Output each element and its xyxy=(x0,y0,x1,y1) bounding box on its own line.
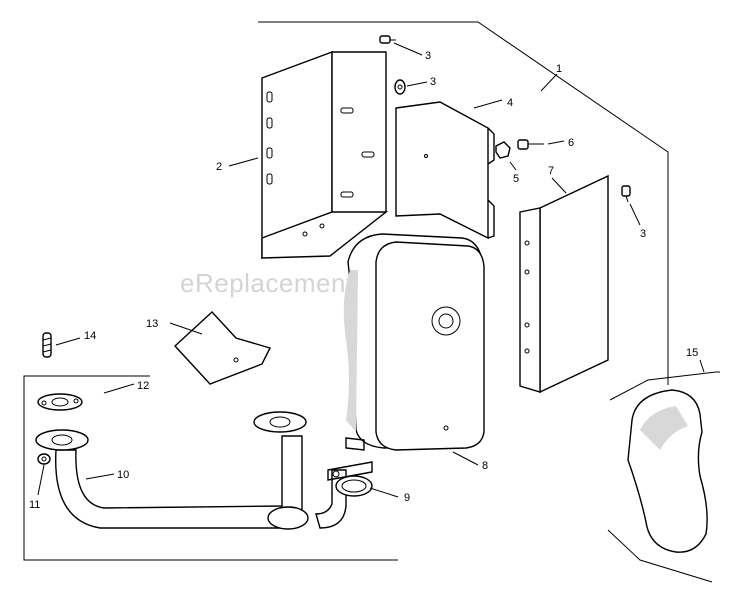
part-14-stud[interactable] xyxy=(42,332,52,358)
part-13-heat-shield[interactable] xyxy=(174,311,272,385)
callout-7: 7 xyxy=(548,165,554,177)
callout-15: 15 xyxy=(686,347,698,359)
part-11-nut[interactable] xyxy=(37,453,51,465)
callout-14: 14 xyxy=(84,330,96,342)
callout-9: 9 xyxy=(404,492,410,504)
callout-2: 2 xyxy=(216,161,222,173)
callout-12: 12 xyxy=(137,380,149,392)
part-10-exhaust-pipe[interactable] xyxy=(35,411,347,530)
callout-10: 10 xyxy=(117,469,129,481)
leader-lines xyxy=(37,42,705,498)
callout-3-top: 3 xyxy=(425,50,431,62)
nut-5[interactable] xyxy=(495,141,511,159)
callout-8: 8 xyxy=(482,460,488,472)
callout-3-right: 3 xyxy=(640,228,646,240)
part-9-clamp[interactable] xyxy=(327,461,373,497)
part-7-side-panel[interactable] xyxy=(519,174,609,394)
callout-6: 6 xyxy=(568,137,574,149)
part-4-plate[interactable] xyxy=(395,101,495,240)
bolt-6[interactable] xyxy=(517,139,544,150)
callout-13: 13 xyxy=(146,318,158,330)
callout-5: 5 xyxy=(513,173,519,185)
part-2-bracket[interactable] xyxy=(261,50,389,260)
assembly-boundary-outline xyxy=(23,21,669,561)
part-12-gasket[interactable] xyxy=(37,393,83,411)
callout-1: 1 xyxy=(556,63,562,75)
callout-4: 4 xyxy=(507,97,513,109)
callout-11: 11 xyxy=(29,499,40,511)
callout-3-middle: 3 xyxy=(430,76,436,88)
screw-3-top[interactable] xyxy=(379,35,396,44)
part-8-muffler[interactable] xyxy=(343,233,485,451)
part-15-guard[interactable] xyxy=(607,371,720,583)
screw-3-right[interactable] xyxy=(621,185,631,203)
nut-3-middle[interactable] xyxy=(394,79,406,95)
